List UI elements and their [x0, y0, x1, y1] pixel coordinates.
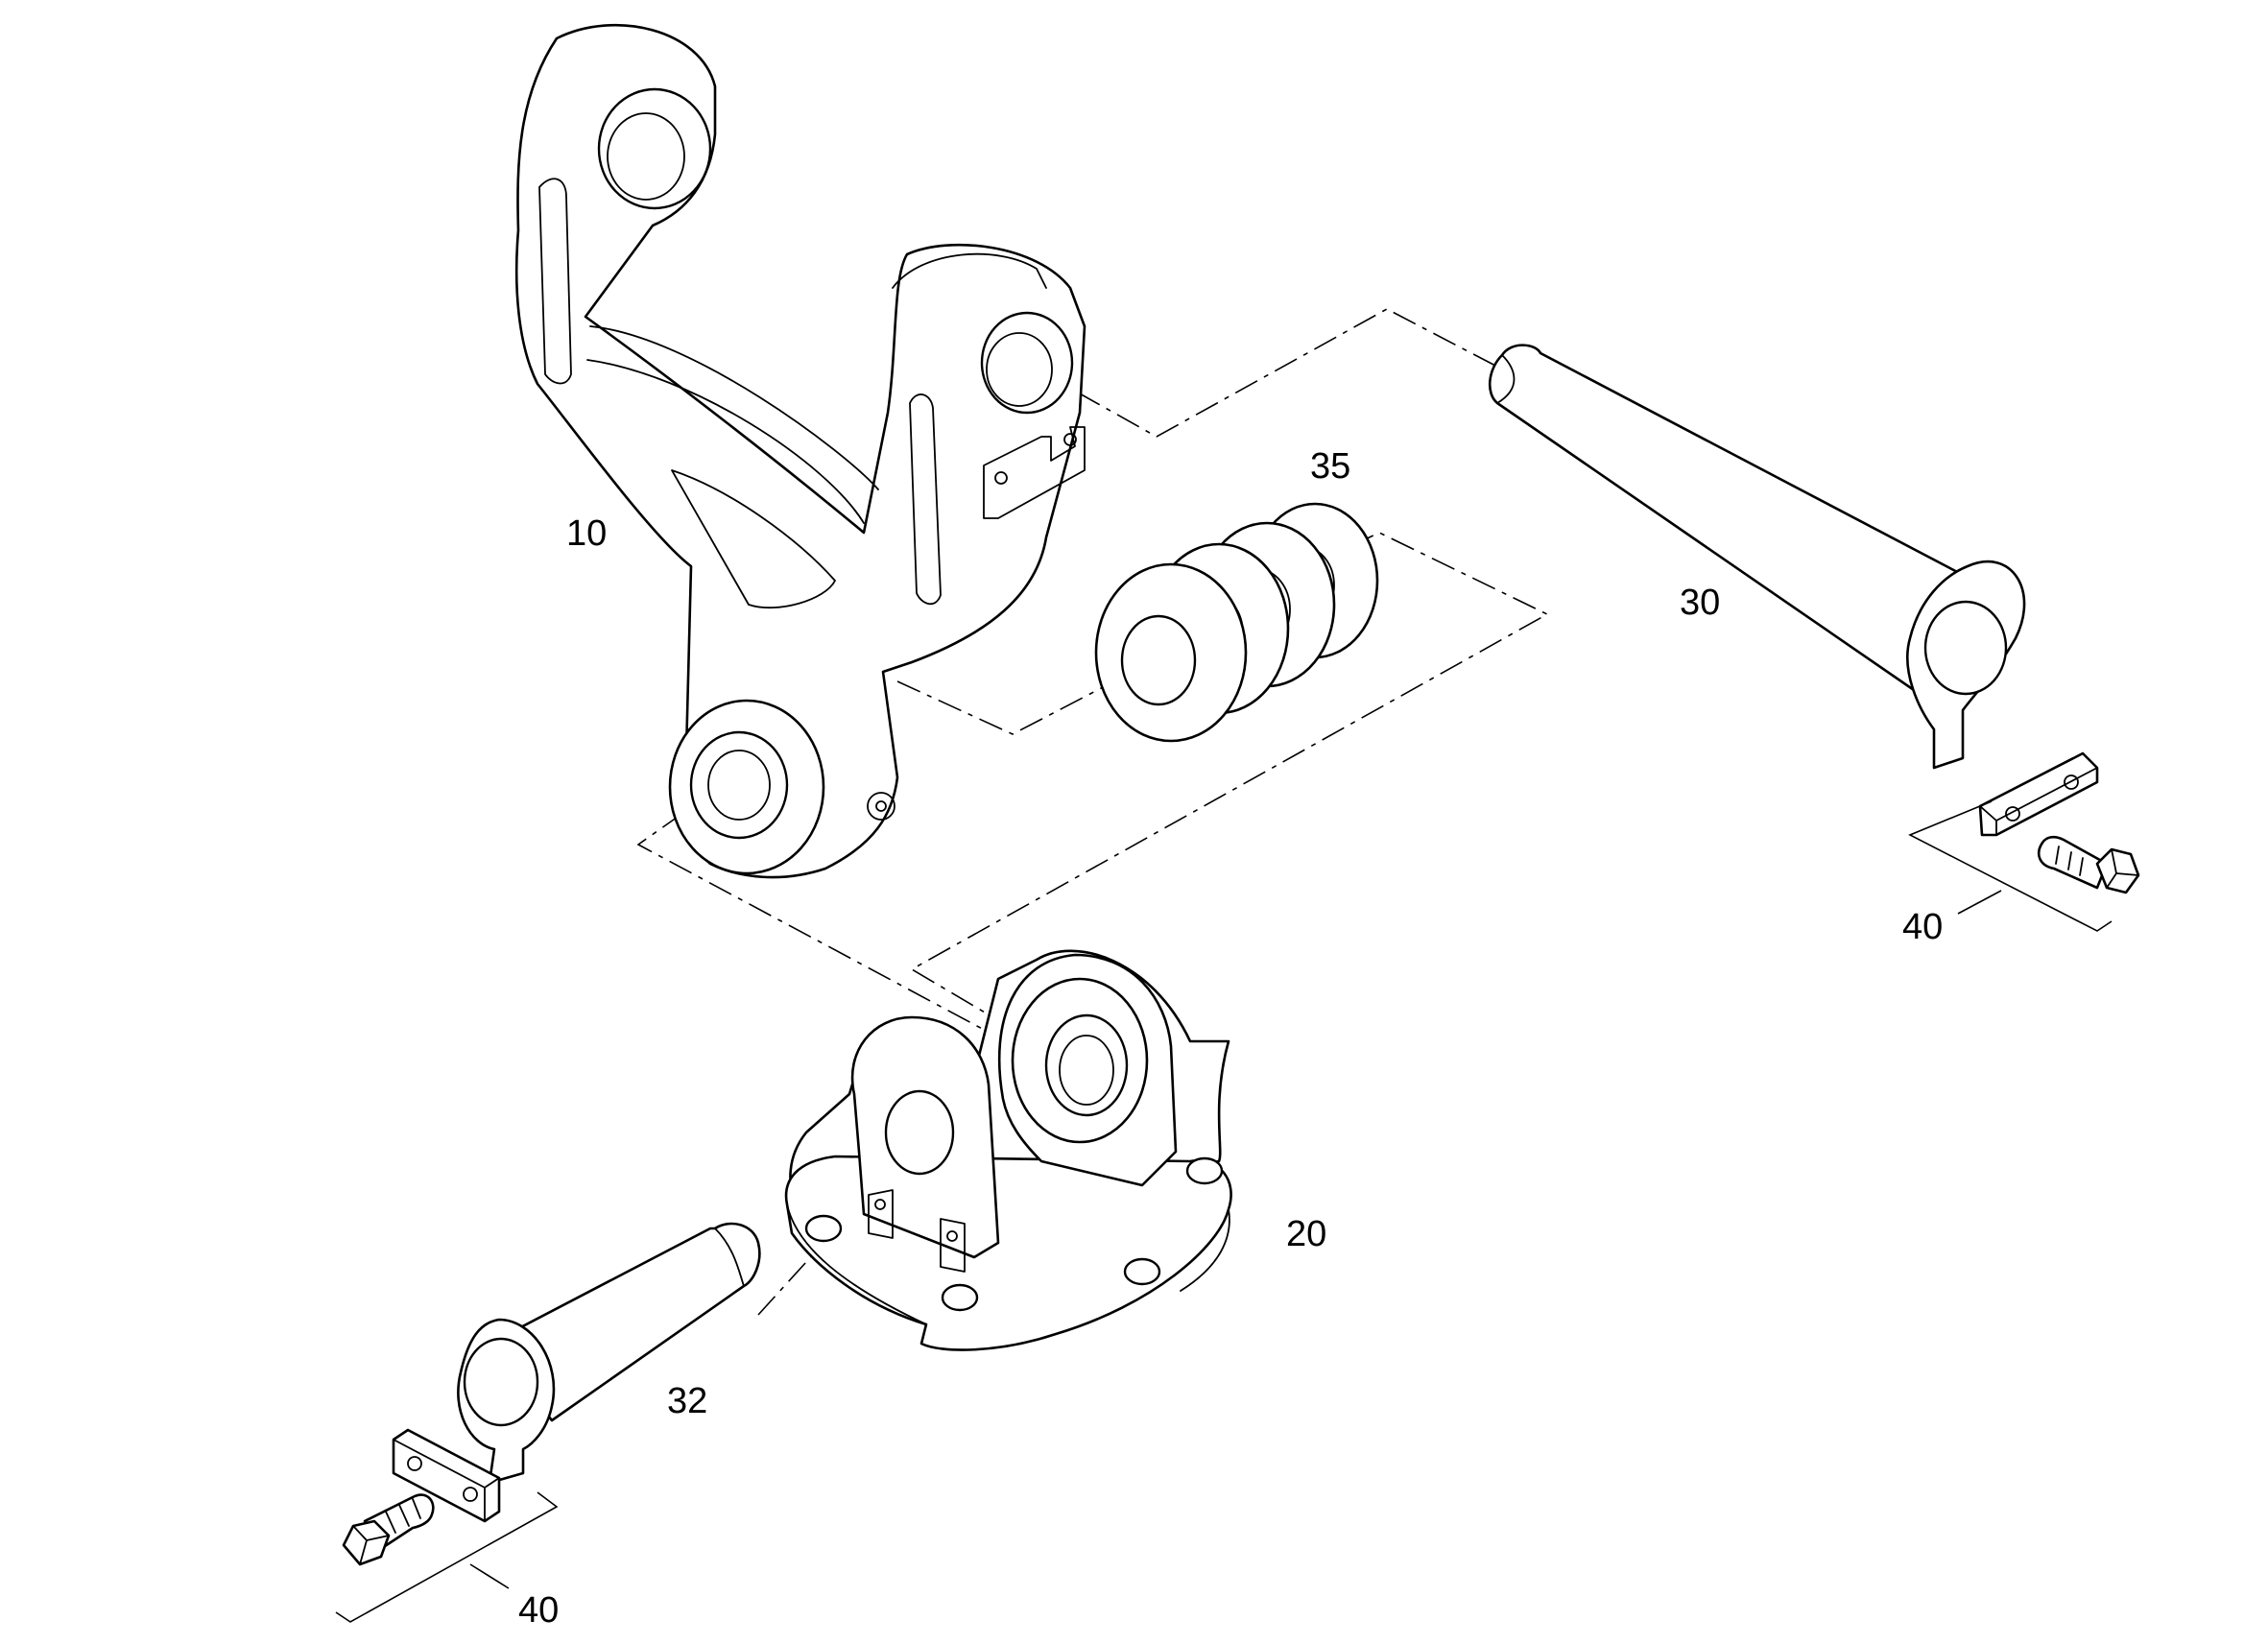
- part-32-lower-pin: [457, 1222, 761, 1485]
- callout-40-right: 40: [1902, 907, 1943, 947]
- callout-35: 35: [1310, 446, 1350, 487]
- part-40-right-lockplate-bolt: [1908, 751, 2140, 932]
- part-40-left-lockplate-bolt: [335, 1428, 559, 1623]
- part-10-bracket: [514, 23, 1086, 879]
- callout-30: 30: [1680, 583, 1720, 623]
- part-20-base-mount: [784, 949, 1232, 1351]
- callout-20: 20: [1286, 1214, 1326, 1254]
- part-35-bushing-stack: [1094, 502, 1379, 743]
- callout-32: 32: [667, 1381, 707, 1421]
- callout-40-left: 40: [518, 1590, 559, 1631]
- part-30-upper-pin: [1489, 344, 2026, 770]
- callout-labels: 10 20 30 32 35 40 40: [518, 446, 1943, 1631]
- callout-10: 10: [566, 513, 607, 554]
